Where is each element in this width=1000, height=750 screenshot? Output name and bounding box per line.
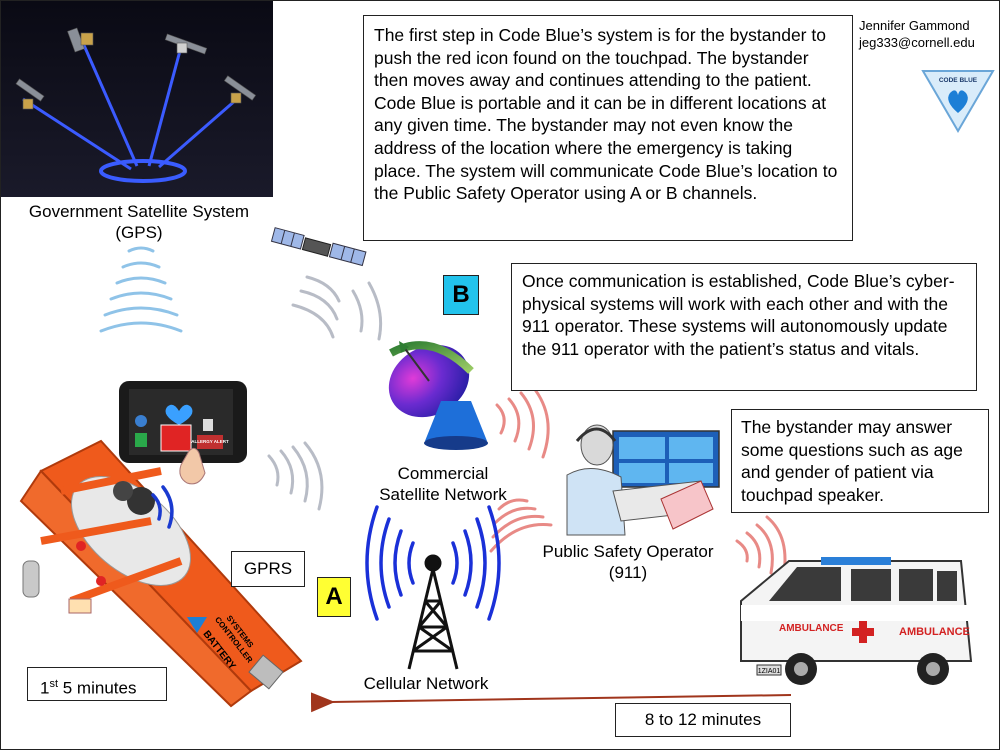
operator-label-line1: Public Safety Operator xyxy=(542,542,714,561)
ambulance-text-side: AMBULANCE xyxy=(899,626,970,638)
stretcher-signal-waves xyxy=(151,485,174,529)
intro-text: The first step in Code Blue’s system is … xyxy=(374,25,838,204)
operator-label-line2: (911) xyxy=(608,563,648,582)
cps-textbox: Once communication is established, Code … xyxy=(511,263,977,391)
operator-label: Public Safety Operator (911) xyxy=(525,541,731,583)
first-minutes-box: 1st 5 minutes xyxy=(27,667,167,701)
gps-label: Government Satellite System (GPS) xyxy=(3,201,275,243)
first-minutes-number: 1 xyxy=(40,678,50,698)
ambulance-plate: 1ZIA01 xyxy=(758,668,781,675)
bystander-textbox: The bystander may answer some questions … xyxy=(731,409,989,513)
tower-to-operator-waves xyxy=(489,498,553,553)
satellite-dish-icon xyxy=(388,341,488,450)
code-blue-logo: CODE BLUE xyxy=(921,70,995,133)
logo-text: CODE BLUE xyxy=(939,77,978,84)
first-minutes-rest: 5 minutes xyxy=(58,678,137,698)
satellite-downlink-waves xyxy=(291,275,383,341)
arrival-time-box: 8 to 12 minutes xyxy=(615,703,791,737)
dish-to-operator-waves xyxy=(495,385,550,459)
channel-a-label: A xyxy=(325,583,343,610)
bystander-text: The bystander may answer some questions … xyxy=(741,417,963,505)
code-blue-stretcher-illustration: SYSTEMS CONTROLLER BATTERY xyxy=(19,439,303,708)
commercial-satellite-label: Commercial Satellite Network xyxy=(361,463,525,505)
gps-label-line1: Government Satellite System xyxy=(28,202,250,221)
gps-signal-waves xyxy=(99,246,183,333)
arrival-time-label: 8 to 12 minutes xyxy=(644,710,762,729)
channel-b-label: B xyxy=(452,281,470,308)
ambulance-text-front: AMBULANCE xyxy=(779,623,844,634)
cell-tower-icon xyxy=(407,554,459,670)
cellular-signal-waves xyxy=(365,505,501,621)
dispatcher-illustration xyxy=(566,424,720,536)
allergy-alert-label: ALLERGY ALERT xyxy=(191,439,229,444)
commercial-label-line1: Commercial xyxy=(397,464,489,483)
commercial-label-line2: Satellite Network xyxy=(379,485,507,504)
gprs-label: GPRS xyxy=(243,559,293,578)
uplink-waves xyxy=(267,441,324,511)
author-name: Jennifer Gammond xyxy=(859,18,970,33)
channel-b-badge: B xyxy=(443,275,479,315)
author-email: jeg333@cornell.edu xyxy=(859,35,975,50)
cps-text: Once communication is established, Code … xyxy=(522,271,955,359)
cellular-network-label: Cellular Network xyxy=(363,674,489,693)
gprs-box: GPRS xyxy=(231,551,305,587)
author-block: Jennifer Gammond jeg333@cornell.edu xyxy=(859,17,975,51)
gps-constellation-image xyxy=(1,1,273,197)
ambulance-illustration: AMBULANCE AMBULANCE 1ZIA01 xyxy=(740,557,973,685)
touchpad-tablet: ALLERGY ALERT xyxy=(119,381,247,485)
commercial-satellite-icon xyxy=(270,227,367,267)
first-minutes-sup: st xyxy=(49,678,59,690)
gps-label-line2: (GPS) xyxy=(115,223,163,242)
intro-textbox: The first step in Code Blue’s system is … xyxy=(363,15,853,241)
response-time-arrow xyxy=(310,692,792,713)
channel-a-badge: A xyxy=(317,577,351,617)
